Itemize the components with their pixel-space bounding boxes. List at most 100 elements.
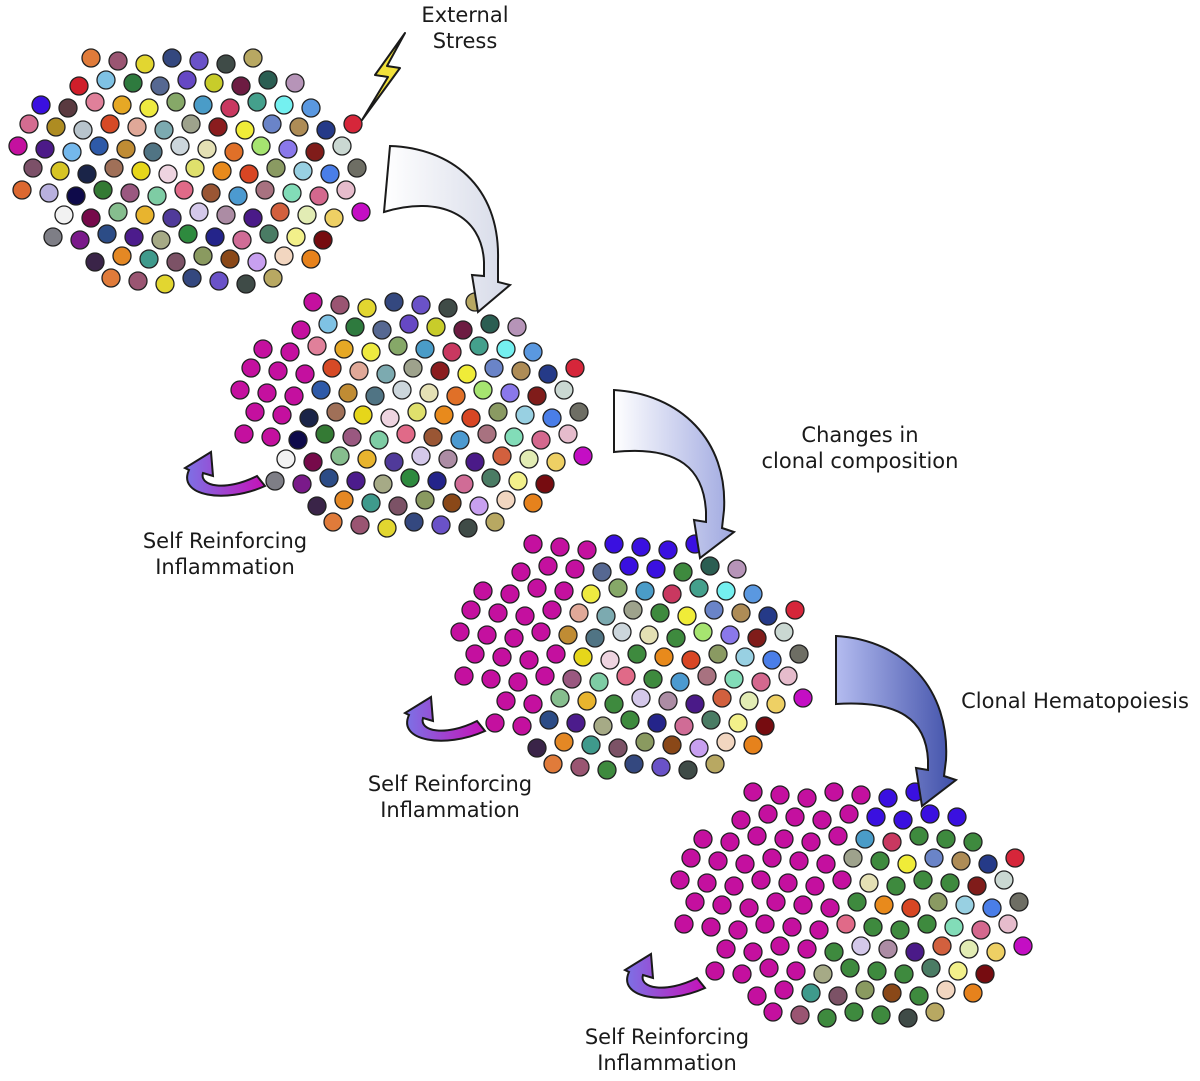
cell-dot bbox=[400, 468, 420, 488]
cell-dot bbox=[882, 983, 902, 1003]
cell-dot bbox=[666, 628, 686, 648]
cell-dot bbox=[836, 914, 856, 934]
cell-dot bbox=[978, 854, 998, 874]
cell-dot bbox=[297, 205, 317, 225]
cell-dot bbox=[832, 870, 852, 890]
cell-dot bbox=[623, 600, 643, 620]
cell-dot bbox=[728, 920, 748, 940]
cell-dot bbox=[357, 449, 377, 469]
cell-dot bbox=[357, 298, 377, 318]
cell-dot bbox=[639, 625, 659, 645]
cell-dot bbox=[261, 427, 281, 447]
cell-dot bbox=[940, 873, 960, 893]
cell-dot bbox=[913, 870, 933, 890]
cell-dot bbox=[189, 202, 209, 222]
cell-dot bbox=[712, 688, 732, 708]
cell-dot bbox=[542, 408, 562, 428]
cell-dot bbox=[270, 202, 290, 222]
cell-dot bbox=[162, 48, 182, 68]
cell-dot bbox=[346, 471, 366, 491]
cell-dot bbox=[343, 114, 363, 134]
cell-dot bbox=[54, 205, 74, 225]
cell-dot bbox=[361, 342, 381, 362]
cell-dot bbox=[465, 452, 485, 472]
cell-dot bbox=[531, 622, 551, 642]
cell-dot bbox=[96, 70, 116, 90]
cell-dot bbox=[380, 408, 400, 428]
cell-dot bbox=[234, 424, 254, 444]
cell-dot bbox=[581, 584, 601, 604]
cell-dot bbox=[124, 227, 144, 247]
cell-dot bbox=[97, 224, 117, 244]
cell-dot bbox=[704, 600, 724, 620]
cell-dot bbox=[236, 274, 256, 294]
cell-dot bbox=[631, 537, 651, 557]
self-reinforcing-loop-arrow-icon bbox=[622, 952, 707, 999]
cell-dot bbox=[971, 920, 991, 940]
cell-dot bbox=[112, 246, 132, 266]
changes-line-1: Changes in bbox=[801, 423, 919, 447]
cell-dot bbox=[878, 788, 898, 808]
cell-dot bbox=[251, 136, 271, 156]
cell-dot bbox=[515, 405, 535, 425]
cell-dot bbox=[231, 76, 251, 96]
cell-dot bbox=[285, 73, 305, 93]
cell-dot bbox=[627, 644, 647, 664]
cell-dot bbox=[293, 161, 313, 181]
cell-dot bbox=[963, 983, 983, 1003]
cell-dot bbox=[759, 958, 779, 978]
cell-dot bbox=[303, 292, 323, 312]
cell-dot bbox=[508, 672, 528, 692]
cell-dot bbox=[454, 666, 474, 686]
cell-dot bbox=[870, 851, 890, 871]
cell-dot bbox=[959, 939, 979, 959]
cell-dot bbox=[388, 496, 408, 516]
cell-dot bbox=[174, 180, 194, 200]
cell-dot bbox=[700, 556, 720, 576]
cell-dot bbox=[898, 1008, 918, 1028]
cell-dot bbox=[266, 158, 286, 178]
cell-dot bbox=[538, 364, 558, 384]
cell-dot bbox=[774, 622, 794, 642]
cell-dot bbox=[461, 408, 481, 428]
cell-dot bbox=[259, 224, 279, 244]
cell-dot bbox=[112, 95, 132, 115]
cell-dot bbox=[323, 512, 343, 532]
cell-dot bbox=[442, 493, 462, 513]
cell-dot bbox=[894, 964, 914, 984]
cell-dot bbox=[612, 622, 632, 642]
cell-dot bbox=[689, 578, 709, 598]
cell-dot bbox=[743, 942, 763, 962]
cell-dot bbox=[592, 562, 612, 582]
cell-dot bbox=[504, 628, 524, 648]
cell-dot bbox=[201, 183, 221, 203]
cell-dot bbox=[458, 518, 478, 538]
cell-dot bbox=[284, 386, 304, 406]
cell-dot bbox=[289, 117, 309, 137]
cell-dot bbox=[454, 474, 474, 494]
cell-dot bbox=[785, 807, 805, 827]
cell-dot bbox=[507, 317, 527, 337]
cell-dot bbox=[369, 430, 389, 450]
cell-dot bbox=[100, 114, 120, 134]
cell-dot bbox=[154, 120, 174, 140]
cell-dot bbox=[871, 1005, 891, 1025]
cell-dot bbox=[139, 249, 159, 269]
cell-dot bbox=[208, 117, 228, 137]
cell-dot bbox=[651, 757, 671, 777]
cell-dot bbox=[685, 694, 705, 714]
cell-dot bbox=[131, 161, 151, 181]
cell-dot bbox=[770, 785, 790, 805]
cell-dot bbox=[909, 826, 929, 846]
cell-dot bbox=[778, 666, 798, 686]
cell-dot bbox=[863, 917, 883, 937]
cell-dot bbox=[504, 427, 524, 447]
cell-dot bbox=[70, 230, 90, 250]
cell-dot bbox=[263, 268, 283, 288]
cell-dot bbox=[844, 1002, 864, 1022]
cell-dot bbox=[728, 713, 748, 733]
cell-dot bbox=[758, 606, 778, 626]
cell-dot bbox=[453, 320, 473, 340]
cell-dot bbox=[597, 760, 617, 780]
